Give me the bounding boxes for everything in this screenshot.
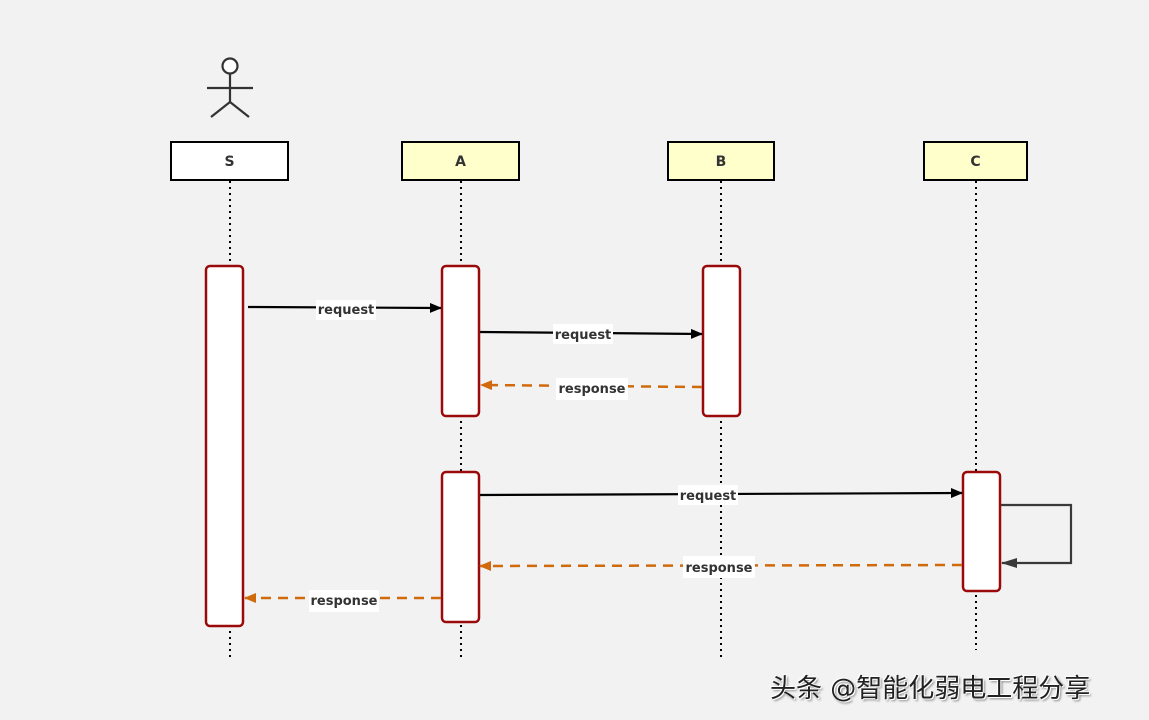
activation-s[interactable] xyxy=(204,264,245,628)
activation-c[interactable] xyxy=(961,470,1002,593)
participant-a[interactable]: A xyxy=(401,141,520,181)
actor-stick-figure-icon xyxy=(207,57,253,118)
message-a-to-b-request[interactable]: request xyxy=(479,324,703,344)
activation-a-2[interactable] xyxy=(440,470,481,624)
message-label: request xyxy=(680,489,737,504)
message-a-to-c-request[interactable]: request xyxy=(479,485,963,505)
message-c-self-call[interactable] xyxy=(1001,503,1073,568)
message-label: response xyxy=(310,594,377,609)
participant-a-label: A xyxy=(455,154,466,170)
participant-s[interactable]: S xyxy=(170,141,289,181)
message-label: request xyxy=(318,303,375,318)
participant-s-label: S xyxy=(224,154,234,170)
participant-c[interactable]: C xyxy=(923,141,1028,181)
message-a-to-s-response[interactable]: response xyxy=(244,590,441,612)
message-c-to-a-response[interactable]: response xyxy=(479,556,963,578)
watermark: 头条 @智能化弱电工程分享 xyxy=(770,674,1091,704)
activation-b[interactable] xyxy=(701,264,742,418)
message-label: request xyxy=(555,328,612,343)
participant-b[interactable]: B xyxy=(667,141,775,181)
message-label: response xyxy=(685,561,752,576)
activation-a-1[interactable] xyxy=(440,264,481,418)
message-b-to-a-response[interactable]: response xyxy=(480,378,703,400)
participant-c-label: C xyxy=(970,154,980,170)
participant-b-label: B xyxy=(716,154,727,170)
message-s-to-a-request[interactable]: request xyxy=(247,300,442,320)
message-label: response xyxy=(558,382,625,397)
